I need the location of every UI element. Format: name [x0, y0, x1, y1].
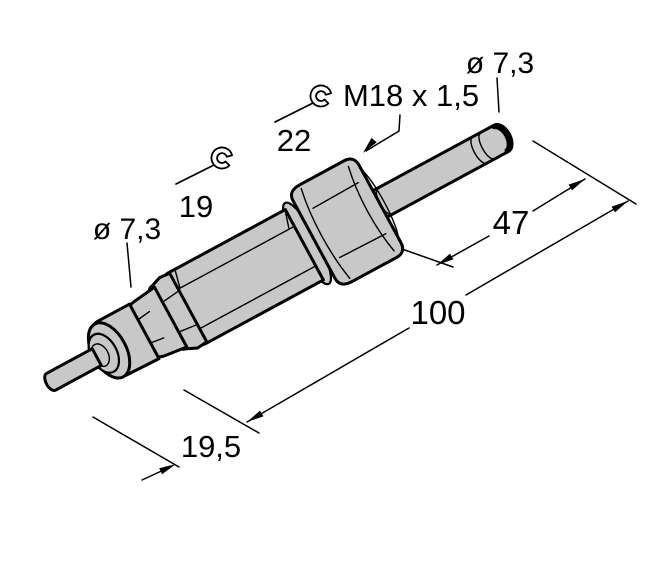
- gland-length-label: 19,5: [181, 429, 241, 464]
- extension-line-gland-front: [92, 416, 180, 468]
- wrench-22-icon: [274, 84, 333, 123]
- sensor-device: [43, 122, 514, 392]
- arrowhead: [568, 179, 585, 191]
- overall-length-label: 100: [410, 294, 465, 331]
- dimension-labels: ø 7,3 19 22 M18 x 1,5 ø 7,3 47 100 19,5: [93, 47, 534, 464]
- arrowhead: [159, 464, 176, 475]
- arrowhead: [611, 201, 628, 213]
- extension-line-body-front: [183, 389, 260, 434]
- wrench-size-22-label: 22: [277, 123, 311, 158]
- wrench-19-icon: [175, 146, 234, 185]
- extension-line-probe-tip: [532, 140, 637, 205]
- cable: [43, 347, 103, 392]
- arrowhead: [437, 253, 454, 265]
- leader-line-thread: [365, 114, 401, 152]
- probe-tip: [491, 124, 512, 154]
- leader-line-cable-diameter: [126, 242, 132, 288]
- wrench-size-19-label: 19: [179, 189, 213, 224]
- arrowhead: [247, 410, 264, 422]
- arrowhead: [363, 137, 377, 153]
- cable-diameter-label: ø 7,3: [93, 213, 161, 246]
- extension-line-nut-face: [401, 248, 454, 268]
- dimension-line-100: [246, 327, 410, 423]
- dimension-annotations: [92, 77, 637, 481]
- hex-nut: [289, 157, 405, 286]
- tip-diameter-label: ø 7,3: [466, 47, 534, 80]
- dimension-line-100: [465, 200, 629, 296]
- tip-length-label: 47: [493, 204, 530, 241]
- leader-line-tip-diameter: [496, 77, 500, 113]
- thread-spec-label: M18 x 1,5: [343, 78, 479, 113]
